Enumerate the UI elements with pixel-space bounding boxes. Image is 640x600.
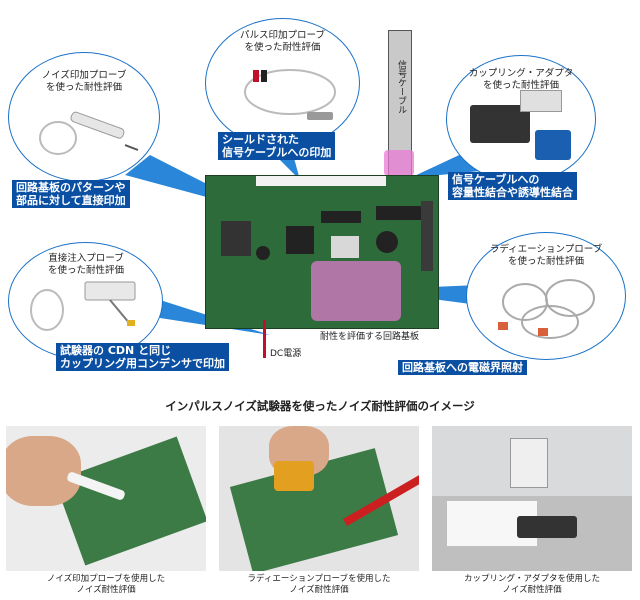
pattern-direct-label: 回路基板のパターンや 部品に対して直接印加 bbox=[12, 180, 130, 208]
chip bbox=[321, 211, 361, 223]
capacitive-inductive-label: 信号ケーブルへの 容量性結合や誘導性結合 bbox=[448, 172, 577, 200]
noise-probe-title: ノイズ印加プローブ を使った耐性評価 bbox=[41, 70, 127, 93]
diagram: 信号ケーブル 耐性を評価する回路基板 DC電源 ノイズ印加プローブ を使った耐性… bbox=[8, 18, 626, 375]
noise-probe-icon bbox=[39, 111, 139, 155]
pcb-board bbox=[205, 175, 439, 329]
adapter-photo bbox=[517, 516, 577, 538]
main-title: インパルスノイズ試験器を使ったノイズ耐性評価のイメージ bbox=[165, 399, 475, 413]
hand-photo bbox=[6, 436, 81, 506]
photo-noise-probe bbox=[6, 426, 206, 571]
bubble-pulse-probe bbox=[205, 18, 360, 148]
board-label: 耐性を評価する回路基板 bbox=[320, 332, 420, 342]
coupling-box-icon2 bbox=[520, 90, 562, 112]
direct-probe-icon bbox=[30, 281, 136, 331]
radiation-probe-icon bbox=[498, 279, 595, 339]
dc-power-label: DC電源 bbox=[270, 349, 302, 359]
dc-wire bbox=[263, 320, 266, 358]
coupling-title: カップリング・アダプタ を使った耐性評価 bbox=[468, 68, 574, 91]
direct-probe-title: 直接注入プローブ を使った耐性評価 bbox=[47, 253, 124, 276]
photo-caption-3: カップリング・アダプタを使用した ノイズ耐性評価 bbox=[463, 574, 600, 595]
photo-caption-1: ノイズ印加プローブを使用した ノイズ耐性評価 bbox=[46, 574, 166, 595]
chip bbox=[376, 206, 421, 220]
cdn-coupling-label: 試験器の CDN と同じ カップリング用コンデンサで印加 bbox=[56, 343, 229, 371]
connector bbox=[256, 176, 386, 186]
cable-highlight bbox=[384, 150, 414, 176]
connector bbox=[421, 201, 433, 271]
signal-cable-label: 信号ケーブル bbox=[396, 60, 406, 114]
photo-radiation-probe bbox=[219, 426, 419, 571]
chip bbox=[221, 221, 251, 256]
device-photo bbox=[510, 438, 548, 488]
probe-photo bbox=[274, 461, 314, 491]
chip bbox=[331, 236, 359, 258]
shield-cable-label: シールドされた 信号ケーブルへの印加 bbox=[218, 132, 336, 160]
bubble-direct-probe bbox=[8, 242, 163, 360]
capacitor bbox=[256, 246, 270, 260]
photo-coupling-adapter bbox=[432, 426, 632, 571]
pulse-probe-icon bbox=[244, 69, 336, 120]
field-irradiation-label: 回路基板への電磁界照射 bbox=[398, 360, 527, 375]
radiation-probe-title: ラディエーションプローブ を使った耐性評価 bbox=[489, 244, 603, 267]
chip bbox=[286, 226, 314, 254]
radiation-highlight bbox=[311, 261, 401, 321]
photo-caption-2: ラディエーションプローブを使用した ノイズ耐性評価 bbox=[247, 574, 391, 595]
coupling-clamp-icon bbox=[535, 130, 571, 160]
capacitor bbox=[376, 231, 398, 253]
pulse-probe-title: パルス印加プローブ を使った耐性評価 bbox=[240, 30, 325, 53]
